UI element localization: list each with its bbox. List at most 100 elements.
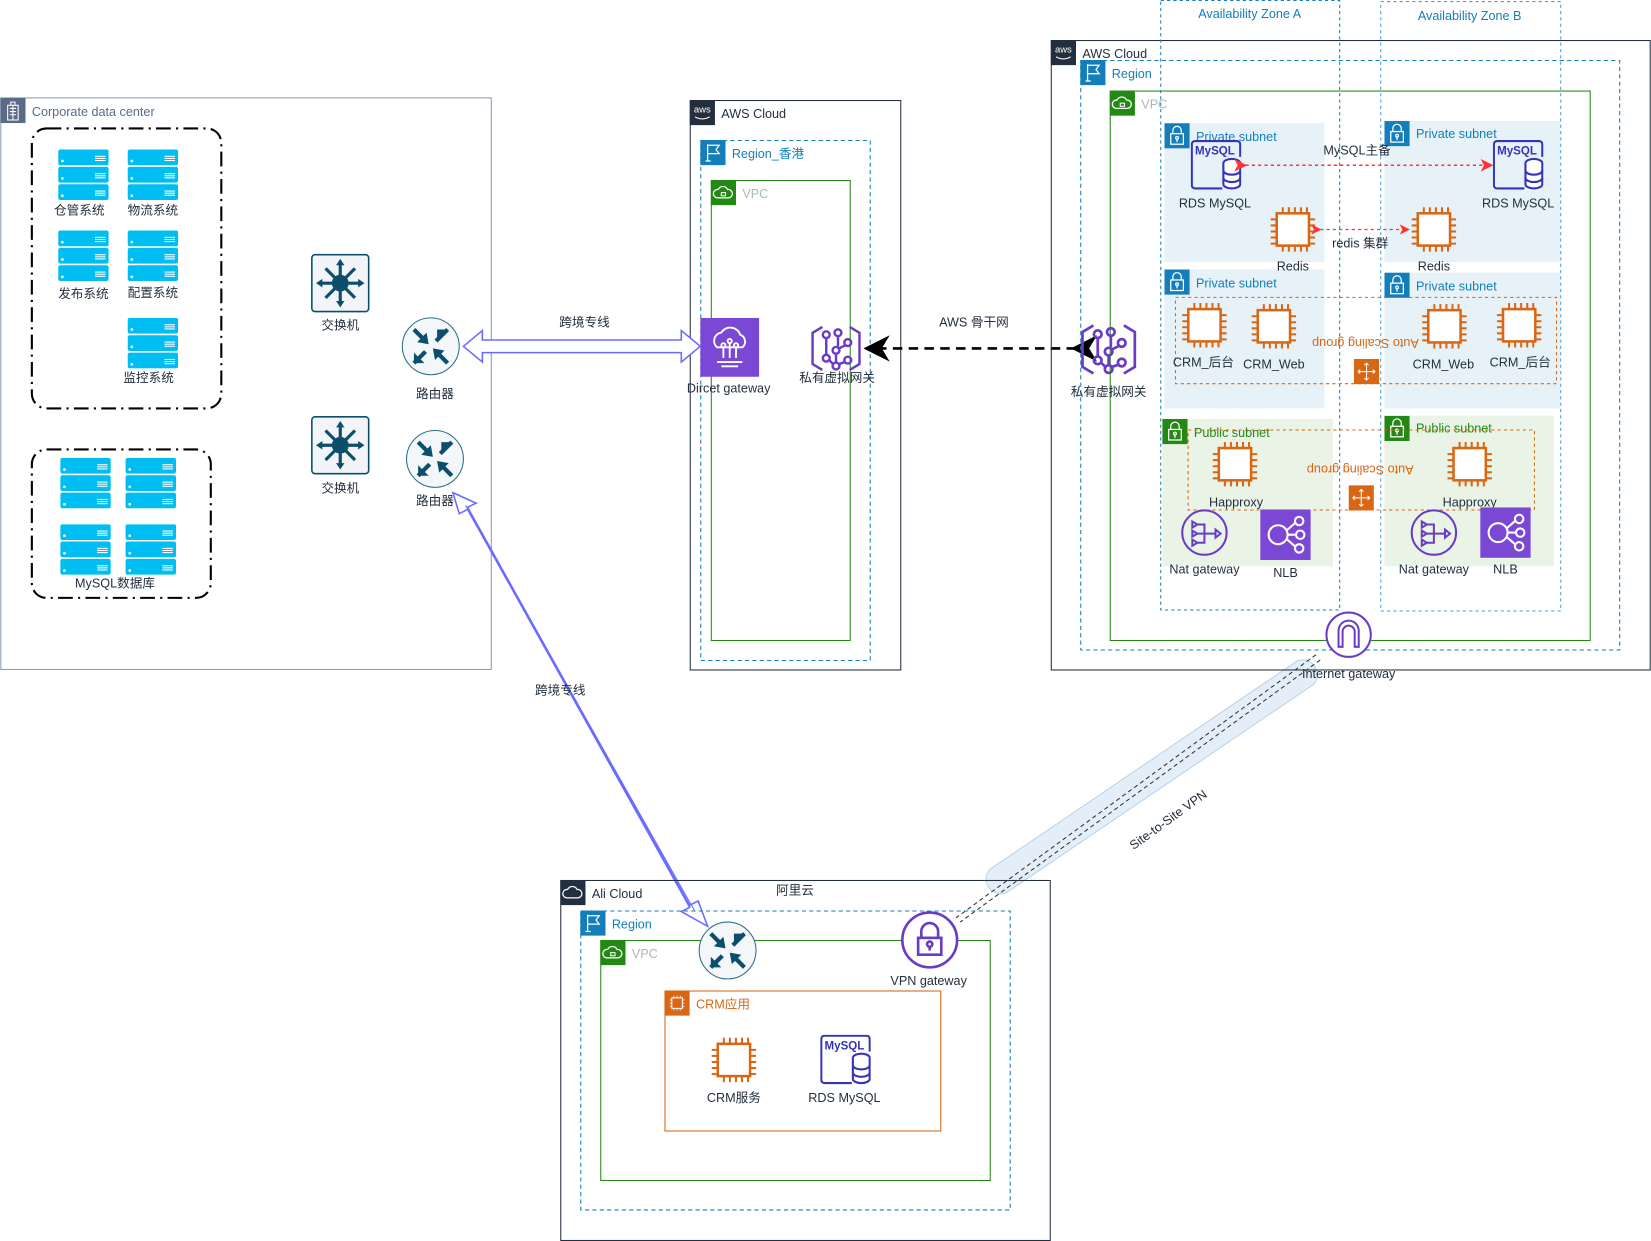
building-icon xyxy=(0,97,26,124)
cross-border-link-1[interactable] xyxy=(462,328,702,364)
server-icon[interactable] xyxy=(127,317,179,369)
lock-icon xyxy=(1384,121,1410,147)
aws-main-cloud-group: AWS Cloud Region VPC Private subnet Priv… xyxy=(1050,0,1651,681)
crm-backend-label: CRM_后台 xyxy=(1173,355,1234,369)
main-region-label: Region xyxy=(1112,67,1152,81)
asg-label: Auto Scaling group xyxy=(1307,462,1414,476)
auto-scaling-icon xyxy=(1353,358,1380,385)
virtual-private-gateway-icon[interactable] xyxy=(811,325,861,372)
happroxy-instance-icon[interactable] xyxy=(1446,440,1494,488)
ec2-instance-icon[interactable] xyxy=(1250,302,1298,350)
main-vpc-label: VPC xyxy=(1141,97,1167,111)
router-label: 路由器 xyxy=(416,493,454,508)
vpn-gateway-icon[interactable] xyxy=(901,911,959,969)
corporate-data-center-group: Corporate data center 仓管系统 物流系统 发布系统 配置系… xyxy=(0,97,492,670)
rds-label: RDS MySQL xyxy=(1482,196,1554,210)
direct-gateway-label: Dircet gateway xyxy=(687,382,771,396)
ec2-instance-icon[interactable] xyxy=(1495,301,1543,349)
server-icon[interactable] xyxy=(58,149,109,200)
private-subnet-b1 xyxy=(1384,121,1561,263)
internet-gateway-icon[interactable] xyxy=(1325,611,1372,658)
ec2-instance-icon[interactable] xyxy=(1420,302,1468,350)
lock-icon xyxy=(1384,272,1410,298)
switch-label: 交换机 xyxy=(321,317,359,332)
private-subnet-label: Private subnet xyxy=(1416,127,1497,141)
aws-backbone-label: AWS 骨干网 xyxy=(939,315,1009,329)
cross-border-link-2[interactable] xyxy=(451,491,710,929)
asg-label: Auto Scaling group xyxy=(1312,336,1419,350)
happroxy-label: Happroxy xyxy=(1209,495,1264,509)
public-subnet-label: Public subnet xyxy=(1194,426,1270,440)
router-icon[interactable] xyxy=(699,922,756,979)
system-label: 发布系统 xyxy=(58,286,109,301)
database-server-icon[interactable] xyxy=(125,524,177,575)
ali-vpc-label: VPC xyxy=(632,947,658,961)
system-label: 配置系统 xyxy=(128,286,179,300)
switch-icon[interactable] xyxy=(310,415,370,475)
mysql-database-group xyxy=(30,448,212,599)
rds-label: RDS MySQL xyxy=(1179,196,1251,210)
crm-app-label: CRM应用 xyxy=(696,996,750,1011)
vpc-cloud-icon xyxy=(710,179,737,206)
redis-label: Redis xyxy=(1277,260,1309,274)
direct-connect-gateway-icon[interactable] xyxy=(700,317,760,377)
nlb-icon[interactable] xyxy=(1480,507,1531,558)
mysql-replication-label: MySQL主备 xyxy=(1323,144,1391,158)
mysql-database-label: MySQL数据库 xyxy=(75,575,155,590)
ali-region-group xyxy=(580,910,1011,1211)
redis-instance-icon[interactable] xyxy=(1410,206,1458,253)
router-icon[interactable] xyxy=(407,431,464,488)
crm-service-instance-icon[interactable] xyxy=(710,1036,758,1084)
main-region-group xyxy=(1080,59,1621,651)
router-icon[interactable] xyxy=(402,318,459,375)
server-icon[interactable] xyxy=(58,230,109,282)
happroxy-instance-icon[interactable] xyxy=(1211,440,1259,488)
crm-app-group xyxy=(664,990,942,1132)
virtual-private-gateway-icon[interactable] xyxy=(1081,324,1137,375)
database-server-icon[interactable] xyxy=(125,457,177,509)
availability-zone-a xyxy=(1160,0,1341,611)
ali-region-label: Region xyxy=(612,917,652,931)
redis-instance-icon[interactable] xyxy=(1269,206,1317,253)
ali-cloud-group: Ali Cloud 阿里云 Region VPC VPN gateway CRM… xyxy=(560,879,1051,1241)
system-label: 物流系统 xyxy=(128,204,179,218)
ec2-instance-icon[interactable] xyxy=(1180,301,1228,349)
happroxy-auto-scaling-group xyxy=(1187,429,1535,511)
server-icon[interactable] xyxy=(127,149,179,200)
nlb-label: NLB xyxy=(1493,563,1518,577)
nlb-label: NLB xyxy=(1273,566,1298,580)
availability-zone-b xyxy=(1380,1,1562,612)
az-b-label: Availability Zone B xyxy=(1418,9,1522,23)
private-subnet-label: Private subnet xyxy=(1416,280,1497,294)
vgw-label: 私有虚拟网关 xyxy=(1071,385,1147,399)
redis-cluster-label: redis 集群 xyxy=(1332,235,1388,250)
system-label: 监控系统 xyxy=(123,371,174,385)
aws-logo-icon xyxy=(1050,39,1077,66)
database-server-icon[interactable] xyxy=(60,524,111,575)
chip-icon xyxy=(664,990,690,1016)
auto-scaling-icon xyxy=(1348,485,1374,511)
nlb-icon[interactable] xyxy=(1260,509,1311,560)
happroxy-label: Happroxy xyxy=(1443,495,1498,509)
redis-label: Redis xyxy=(1418,260,1450,274)
mysql-icon-lettering: MySQL xyxy=(1497,146,1537,158)
server-icon[interactable] xyxy=(127,230,179,282)
ali-cloud-title: Ali Cloud xyxy=(592,887,643,901)
crm-backend-label: CRM_后台 xyxy=(1490,355,1551,369)
mysql-icon-lettering: MySQL xyxy=(825,1040,865,1052)
aws-hk-cloud-title: AWS Cloud xyxy=(721,107,786,121)
lock-icon xyxy=(1162,418,1188,445)
site-to-site-vpn-tunnel[interactable] xyxy=(955,654,1321,923)
crm-web-label: CRM_Web xyxy=(1413,357,1475,371)
nat-gateway-label: Nat gateway xyxy=(1399,563,1470,577)
database-server-icon[interactable] xyxy=(60,457,111,509)
vpc-cloud-icon xyxy=(1109,90,1135,116)
business-systems-group xyxy=(30,127,223,410)
router-label: 路由器 xyxy=(416,386,454,401)
ali-vpc-group xyxy=(600,939,991,1182)
region-flag-icon xyxy=(700,139,726,166)
vpc-cloud-icon xyxy=(600,939,626,966)
cloud-icon xyxy=(560,879,586,906)
public-subnet-label: Public subnet xyxy=(1416,422,1492,436)
switch-icon[interactable] xyxy=(310,253,370,313)
